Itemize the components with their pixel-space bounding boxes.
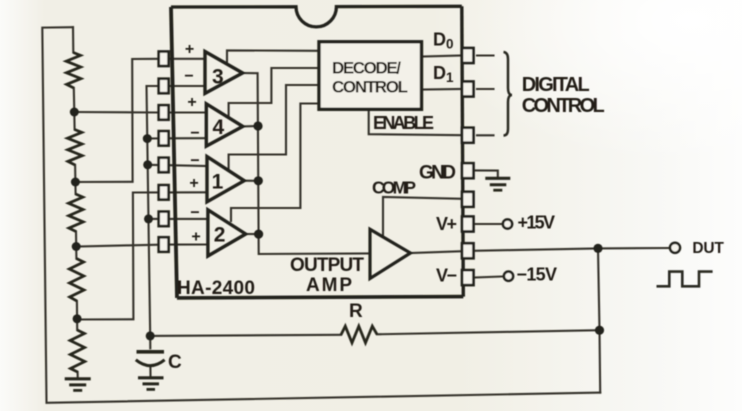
- svg-text:−: −: [190, 205, 199, 222]
- svg-text:C: C: [168, 352, 182, 373]
- svg-text:+: +: [189, 175, 198, 192]
- svg-text:2: 2: [214, 224, 226, 247]
- svg-text:−15V: −15V: [517, 264, 558, 284]
- svg-text:V+: V+: [436, 214, 457, 234]
- svg-text:+: +: [185, 41, 194, 58]
- svg-text:DUT: DUT: [692, 240, 724, 257]
- svg-text:3: 3: [212, 66, 224, 89]
- svg-text:AMP: AMP: [306, 275, 352, 296]
- svg-text:DIGITAL: DIGITAL: [522, 74, 590, 96]
- svg-text:−: −: [190, 153, 199, 170]
- svg-text:HA-2400: HA-2400: [177, 278, 255, 299]
- svg-text:V−: V−: [436, 266, 457, 286]
- svg-text:R: R: [349, 301, 363, 322]
- svg-text:CONTROL: CONTROL: [522, 95, 605, 117]
- svg-text:−: −: [190, 125, 199, 142]
- svg-text:ENABLE: ENABLE: [373, 113, 434, 133]
- svg-text:CONTROL: CONTROL: [332, 78, 408, 97]
- svg-text:+: +: [187, 94, 196, 111]
- svg-text:GND: GND: [419, 163, 456, 184]
- svg-text:OUTPUT: OUTPUT: [290, 255, 364, 276]
- svg-text:COMP: COMP: [372, 177, 416, 197]
- svg-text:+: +: [191, 229, 200, 246]
- svg-text:1: 1: [212, 171, 224, 194]
- svg-text:+15V: +15V: [518, 212, 556, 232]
- svg-text:−: −: [184, 68, 193, 85]
- svg-text:4: 4: [212, 116, 224, 139]
- svg-text:DECODE/: DECODE/: [332, 59, 401, 78]
